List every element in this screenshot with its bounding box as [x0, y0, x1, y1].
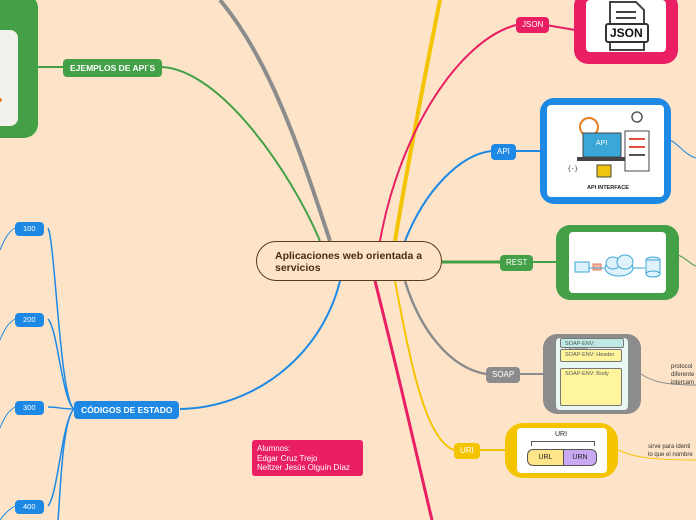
soap-note-line: protocol [671, 364, 693, 370]
api-screen-text: API [596, 140, 608, 147]
api-image-caption: API INTERFACE [587, 185, 629, 191]
urn-pill: URN [563, 449, 597, 466]
authors-box[interactable]: Alumnos: Edgar Cruz Trejo Neltzer Jesús … [252, 440, 363, 476]
branch-ejemplos-label[interactable]: EJEMPLOS DE API´S [63, 59, 163, 77]
database-icon [645, 256, 661, 278]
json-image-card[interactable]: JSON [574, 0, 678, 64]
status-code-400[interactable]: 400 [15, 500, 44, 514]
soap-body-bar: SOAP-ENV: Body [560, 368, 622, 406]
branch-rest-label[interactable]: REST [500, 255, 534, 271]
rest-image-card[interactable] [556, 225, 679, 300]
author-name: Neltzer Jesús Olguín Díaz [257, 463, 350, 472]
cloud-network-icon [569, 232, 666, 293]
api-interface-icon: {-} API API INTERFACE [547, 105, 664, 197]
soap-note-line: diferente [671, 372, 695, 378]
uri-diagram: URI URL URN [517, 428, 607, 473]
authors-heading: Alumnos: [257, 444, 291, 453]
soap-note[interactable]: protocol diferente intercam [671, 363, 694, 387]
uri-note-line: sirve para identi [648, 444, 691, 450]
soap-header-bar: SOAP-ENV: Header [560, 349, 622, 362]
uri-note[interactable]: sirve para identi lo que el nombre [648, 443, 693, 459]
status-code-300[interactable]: 300 [15, 401, 44, 415]
branch-uri-label[interactable]: URI [454, 443, 480, 459]
api-image-card[interactable]: {-} API API INTERFACE [540, 98, 671, 204]
ejemplos-image [0, 30, 18, 126]
branch-codigos-label[interactable]: CÓDIGOS DE ESTADO [74, 401, 180, 419]
soap-envelope-bar: SOAP-ENV: Envelope [560, 338, 624, 353]
url-pill: URL [527, 449, 563, 466]
soap-note-line: intercam [671, 380, 695, 386]
json-file-icon: JSON [586, 0, 666, 52]
ejemplos-image-dot [0, 98, 2, 102]
ejemplos-image-card[interactable] [0, 0, 38, 138]
branch-json-label[interactable]: JSON [516, 17, 550, 33]
author-name: Edgar Cruz Trejo [257, 453, 318, 463]
branch-api-label[interactable]: API [491, 144, 516, 160]
status-code-100[interactable]: 100 [15, 222, 44, 236]
soap-envelope-diagram: SOAP-ENV: Envelope SOAP-ENV: Header SOAP… [556, 338, 628, 410]
status-code-200[interactable]: 200 [15, 313, 44, 327]
uri-note-line: lo que el nombre [648, 452, 693, 458]
uri-diagram-top: URI [555, 431, 568, 438]
json-image-text: JSON [610, 26, 643, 40]
uri-image-card[interactable]: URI URL URN [505, 423, 618, 478]
central-topic[interactable]: Aplicaciones web orientada a servicios [256, 241, 442, 281]
uri-bracket [531, 441, 595, 446]
soap-image-card[interactable]: SOAP-ENV: Envelope SOAP-ENV: Header SOAP… [543, 334, 641, 414]
svg-text:{-}: {-} [567, 165, 578, 173]
branch-soap-label[interactable]: SOAP [486, 367, 521, 383]
